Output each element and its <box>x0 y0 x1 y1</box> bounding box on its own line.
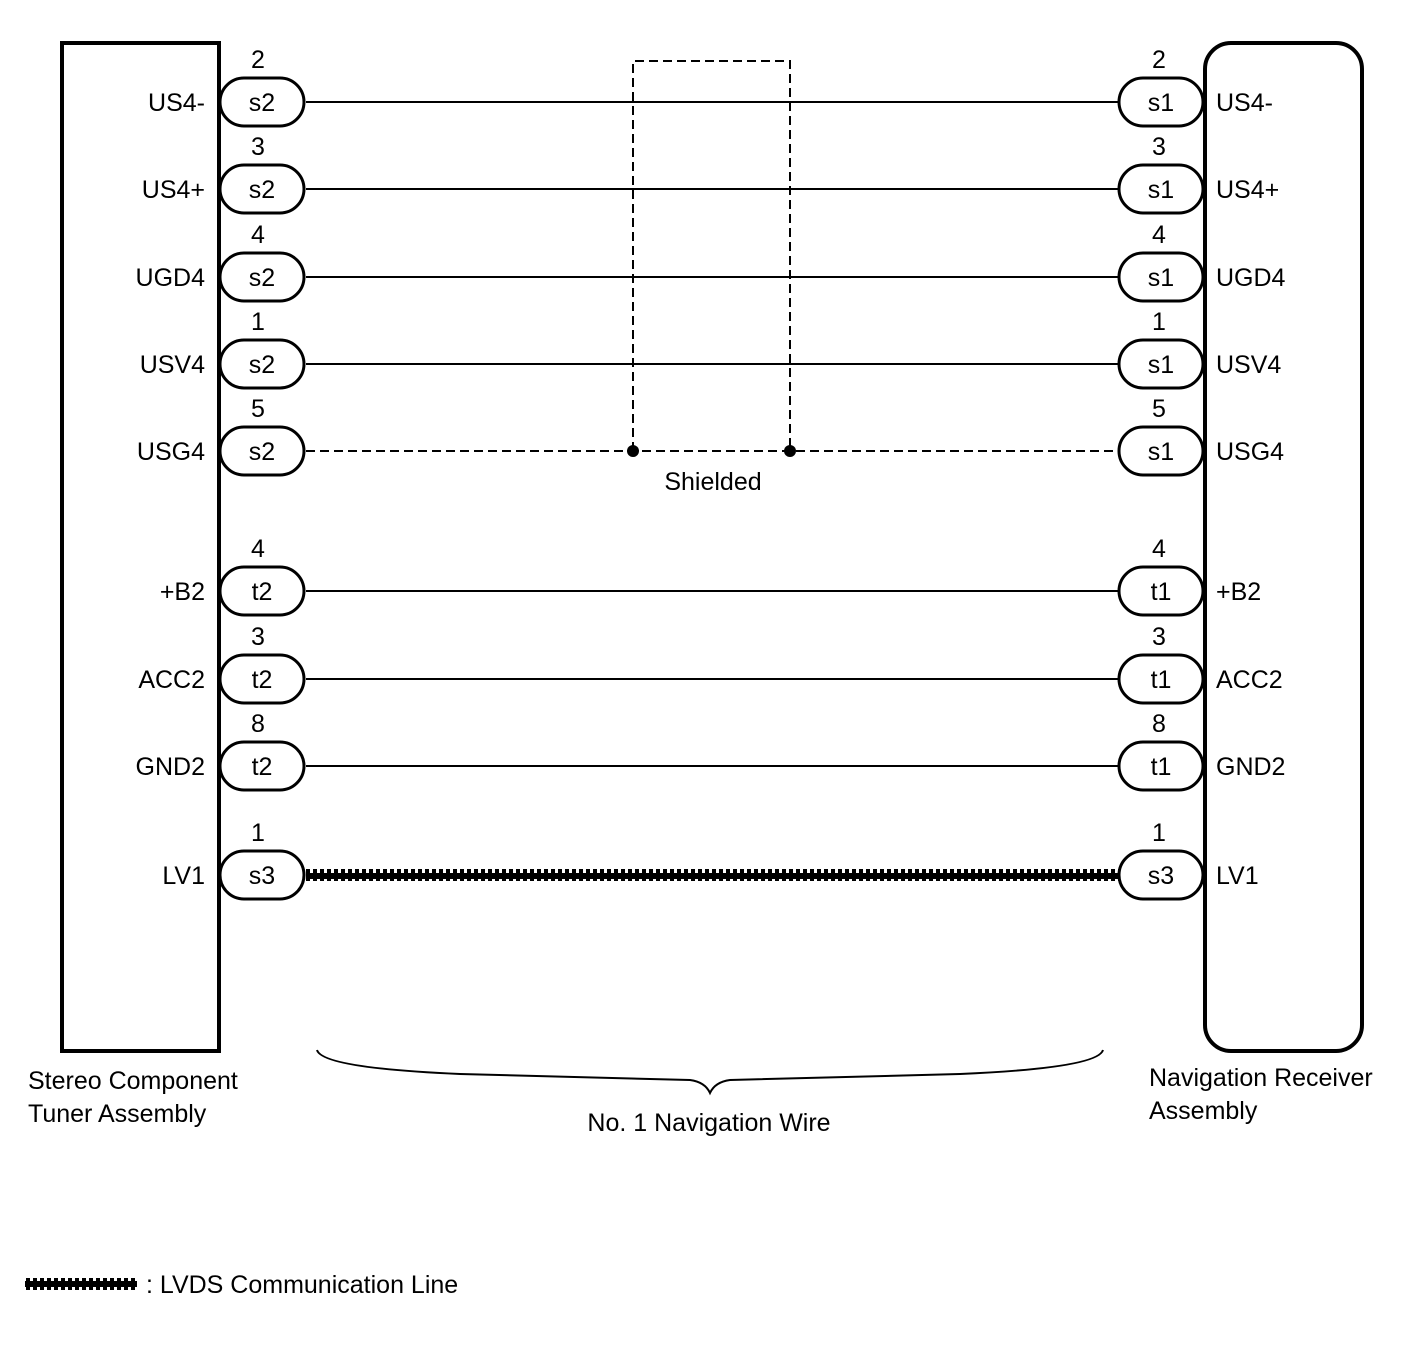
left-pin-number: 5 <box>251 395 265 423</box>
left-connector <box>218 76 306 128</box>
left-connector <box>218 338 306 390</box>
right-pin-number: 5 <box>1152 395 1166 423</box>
lvds-legend-text: : LVDS Communication Line <box>146 1271 458 1299</box>
lvds-wire <box>306 869 1119 881</box>
wire-row: t2 t1 4 4 +B2 +B2 <box>160 535 1261 617</box>
right-connector-label: s1 <box>1148 89 1174 117</box>
right-connector-label: s3 <box>1148 862 1174 890</box>
shield-junction-dot <box>627 445 639 457</box>
right-connector-label: s1 <box>1148 176 1174 204</box>
navigation-receiver-box <box>1203 41 1364 1053</box>
right-signal-label: LV1 <box>1216 862 1259 890</box>
right-pin-number: 3 <box>1152 623 1166 651</box>
right-connector <box>1117 565 1205 617</box>
left-signal-label: ACC2 <box>138 666 205 694</box>
right-pin-number: 1 <box>1152 819 1166 847</box>
left-signal-label: LV1 <box>162 862 205 890</box>
right-signal-label: UGD4 <box>1216 264 1286 292</box>
left-connector <box>218 740 306 792</box>
lvds-legend-swatch <box>25 1278 137 1290</box>
right-signal-label: US4- <box>1216 89 1273 117</box>
left-connector-label: s2 <box>249 351 275 379</box>
left-connector-label: s2 <box>249 89 275 117</box>
right-connector <box>1117 163 1205 215</box>
left-connector-label: s3 <box>249 862 275 890</box>
left-connector-label: t2 <box>252 578 273 606</box>
left-signal-label: USV4 <box>140 351 205 379</box>
left-pin-number: 8 <box>251 710 265 738</box>
left-connector <box>218 163 306 215</box>
right-signal-label: USV4 <box>1216 351 1281 379</box>
right-connector-label: s1 <box>1148 351 1174 379</box>
right-connector-label: t1 <box>1151 666 1172 694</box>
left-pin-number: 4 <box>251 535 265 563</box>
shield-junction-dot <box>784 445 796 457</box>
right-connector-label: t1 <box>1151 753 1172 781</box>
stereo-tuner-box <box>60 41 221 1053</box>
right-connector <box>1117 740 1205 792</box>
right-component-label-line1: Navigation Receiver <box>1149 1064 1373 1092</box>
right-connector <box>1117 849 1205 901</box>
left-pin-number: 2 <box>251 46 265 74</box>
left-connector <box>218 425 306 477</box>
left-signal-label: US4+ <box>142 176 205 204</box>
right-connector-label: s1 <box>1148 438 1174 466</box>
right-pin-number: 3 <box>1152 133 1166 161</box>
left-connector <box>218 653 306 705</box>
right-pin-number: 4 <box>1152 535 1166 563</box>
right-pin-number: 4 <box>1152 221 1166 249</box>
right-connector-label: s1 <box>1148 264 1174 292</box>
right-component-label-line2: Assembly <box>1149 1097 1258 1125</box>
left-connector-label: t2 <box>252 753 273 781</box>
left-pin-number: 3 <box>251 133 265 161</box>
left-connector <box>218 565 306 617</box>
left-signal-label: GND2 <box>136 753 205 781</box>
right-signal-label: GND2 <box>1216 753 1285 781</box>
left-connector-label: s2 <box>249 264 275 292</box>
left-component-label-line2: Tuner Assembly <box>28 1100 207 1128</box>
right-connector <box>1117 76 1205 128</box>
left-connector-label: t2 <box>252 666 273 694</box>
shield-box <box>632 60 791 451</box>
right-pin-number: 1 <box>1152 308 1166 336</box>
shield-label: Shielded <box>664 468 761 496</box>
left-connector <box>218 849 306 901</box>
right-signal-label: US4+ <box>1216 176 1279 204</box>
right-connector <box>1117 653 1205 705</box>
left-signal-label: UGD4 <box>136 264 206 292</box>
left-connector-label: s2 <box>249 176 275 204</box>
left-connector <box>218 251 306 303</box>
left-pin-number: 1 <box>251 308 265 336</box>
right-pin-number: 2 <box>1152 46 1166 74</box>
right-signal-label: +B2 <box>1216 578 1261 606</box>
left-pin-number: 3 <box>251 623 265 651</box>
left-component-label-line1: Stereo Component <box>28 1067 238 1095</box>
left-signal-label: US4- <box>148 89 205 117</box>
right-connector <box>1117 338 1205 390</box>
left-connector-label: s2 <box>249 438 275 466</box>
left-pin-number: 4 <box>251 221 265 249</box>
wire-bundle-brace <box>316 1049 1104 1096</box>
right-signal-label: ACC2 <box>1216 666 1283 694</box>
left-signal-label: USG4 <box>137 438 205 466</box>
right-signal-label: USG4 <box>1216 438 1284 466</box>
right-connector <box>1117 251 1205 303</box>
wire-bundle-label: No. 1 Navigation Wire <box>587 1109 830 1137</box>
right-pin-number: 8 <box>1152 710 1166 738</box>
right-connector <box>1117 425 1205 477</box>
left-signal-label: +B2 <box>160 578 205 606</box>
right-connector-label: t1 <box>1151 578 1172 606</box>
left-pin-number: 1 <box>251 819 265 847</box>
